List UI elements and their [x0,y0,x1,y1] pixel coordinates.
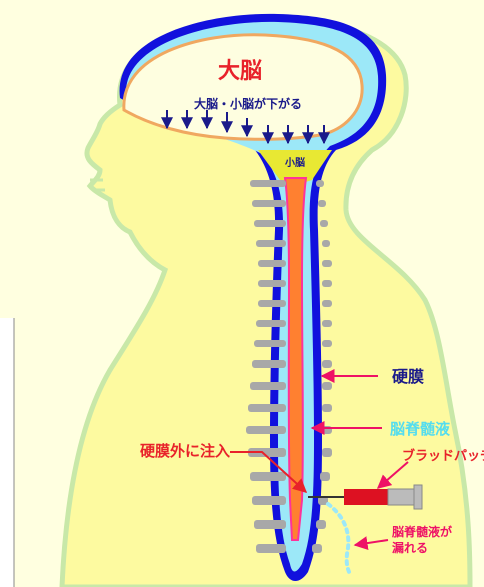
csf-label: 脳脊髄液 [390,420,451,438]
left-margin-strip [0,318,14,587]
brain-sinks-label: 大脳・小脳が下がる [194,96,302,111]
dura-label: 硬膜 [392,367,424,386]
syringe-plunger [414,485,422,509]
syringe-blood [344,489,388,505]
csf-leak-label-line2: 漏れる [392,540,428,555]
cerebrum-label: 大脳 [218,58,262,83]
blood-patch-label: ブラッドパッチ [402,448,484,464]
syringe-barrel [388,489,414,505]
cerebellum-label: 小脳 [284,156,305,169]
epidural-injection-label: 硬膜外に注入 [140,442,230,460]
csf-leak-label-line1: 脳脊髄液が [392,524,452,539]
